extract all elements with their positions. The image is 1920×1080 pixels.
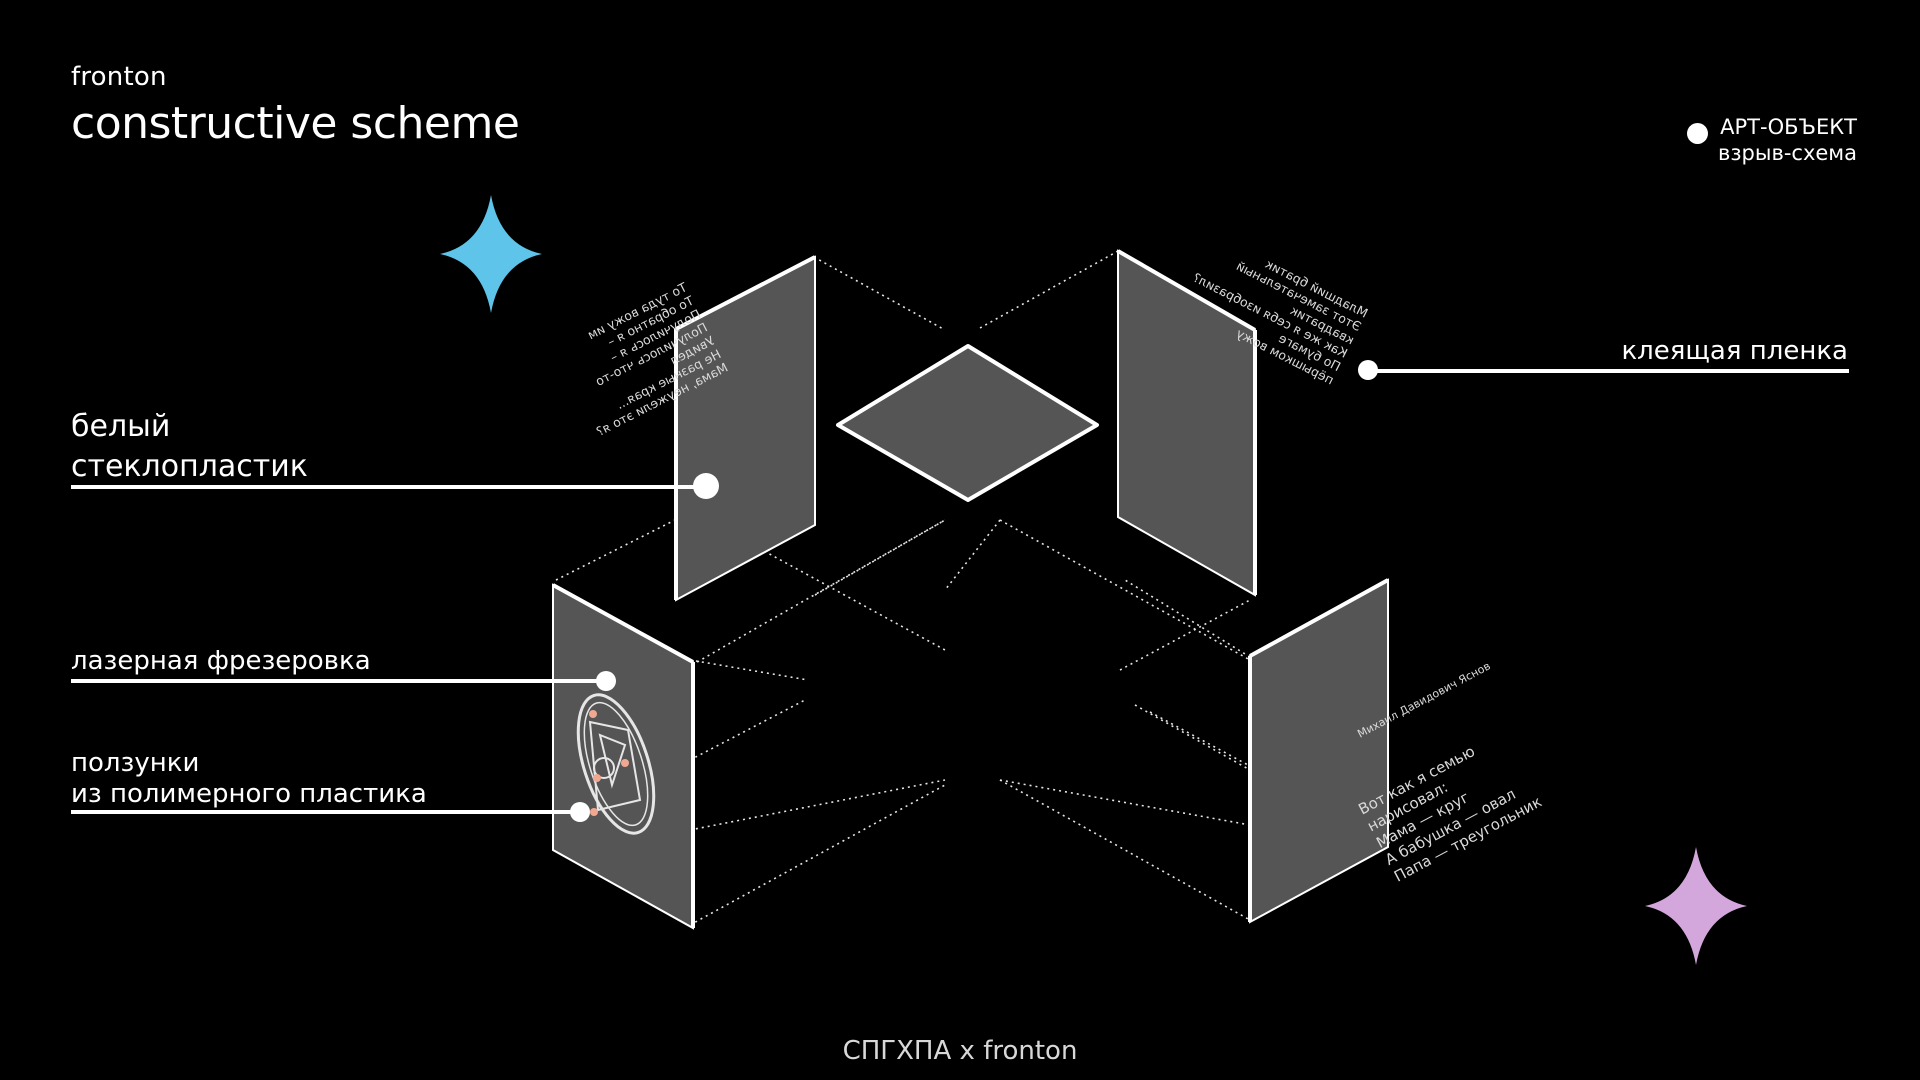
callout-fiberglass-line-2: стеклопластик [71,449,308,484]
tag-line-2: взрыв-схема [1717,141,1857,165]
lower-left-panel [552,583,694,930]
top-panel [836,344,1099,502]
film-marker [1358,360,1378,380]
callout-laser: лазерная фрезеровка [71,646,371,677]
callout-sliders-line-1: ползунки [71,748,200,778]
callout-sliders-line-2: из полимерного пластика [71,779,427,809]
object-tag: АРТ-ОБЪЕКТ взрыв-схема [1686,114,1857,166]
blue-star-icon [440,195,542,313]
callout-laser-line-1: лазерная фрезеровка [71,646,371,676]
sliders-marker [570,802,590,822]
brand-name: fronton [71,62,167,92]
footer-credit: СПГХПА x fronton [842,1036,1078,1066]
callout-fiberglass: белый стеклопластик [71,407,308,487]
callout-sliders: ползунки из полимерного пластика [71,748,427,810]
tag-line-1: АРТ-ОБЪЕКТ [1720,115,1857,139]
fiberglass-marker [693,473,719,499]
callout-film-line-1: клеящая пленка [1621,336,1848,366]
page-title: constructive scheme [71,98,520,149]
laser-marker [596,671,616,691]
lower-right-panel [1249,578,1389,924]
slider-dots [589,710,629,816]
callout-markers [570,360,1378,822]
pink-star-icon [1645,847,1747,965]
callout-lines [71,369,1849,814]
right-panel-mirrored-text: Младший братик Этот замечательный квадра… [1191,256,1371,388]
callout-fiberglass-line-1: белый [71,409,171,444]
bullet-icon [1686,123,1708,144]
callout-film: клеящая пленка [1621,336,1848,367]
